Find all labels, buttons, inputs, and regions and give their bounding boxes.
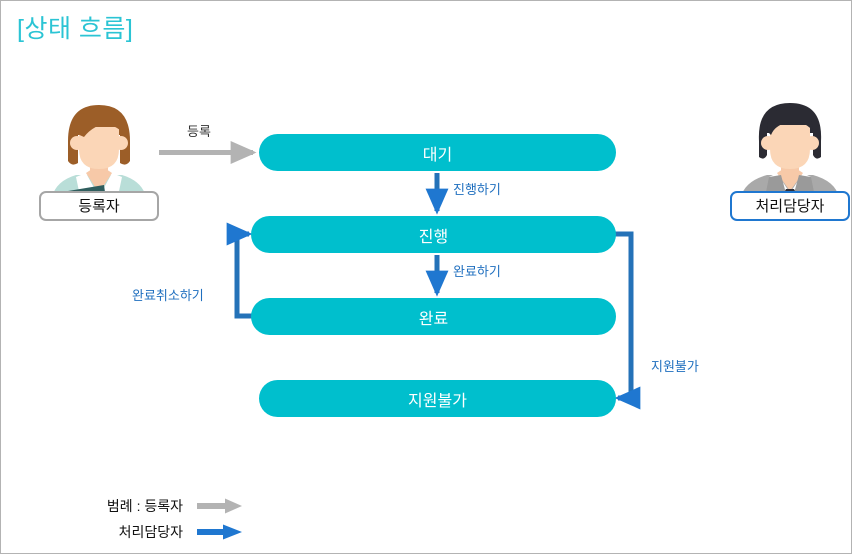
legend-arrow-blue-icon [197, 524, 243, 540]
state-box-daegi[interactable]: 대기 [259, 134, 616, 171]
legend-label-handler: 처리담당자 [118, 524, 183, 540]
state-box-jinhaeng[interactable]: 진행 [251, 216, 616, 253]
edge-label-uncomplete: 완료취소하기 [132, 288, 204, 303]
actor-handler[interactable]: 처리담당자 [725, 93, 851, 221]
edge-label-complete: 완료하기 [453, 264, 501, 279]
legend: 범례 : 등록자 처리담당자 [41, 493, 243, 545]
state-box-wanryo[interactable]: 완료 [251, 298, 616, 335]
legend-registrant-text: 등록자 [144, 498, 183, 514]
edge-label-register: 등록 [187, 124, 211, 139]
legend-prefix: 범례 : [106, 498, 145, 514]
legend-label-registrant: 범례 : 등록자 [41, 496, 197, 516]
page-title: [상태 흐름] [17, 15, 134, 43]
actor-label-registrant: 등록자 [39, 191, 159, 221]
state-box-jiwon[interactable]: 지원불가 [259, 380, 616, 417]
actor-label-handler: 처리담당자 [730, 191, 850, 221]
legend-row-registrant: 범례 : 등록자 [41, 493, 243, 519]
legend-row-handler: 처리담당자 [41, 519, 243, 545]
legend-arrow-gray-icon [197, 498, 243, 514]
edge-label-unsupport: 지원불가 [651, 359, 699, 374]
actor-registrant[interactable]: 등록자 [34, 93, 164, 221]
edge-label-proceed: 진행하기 [453, 182, 501, 197]
